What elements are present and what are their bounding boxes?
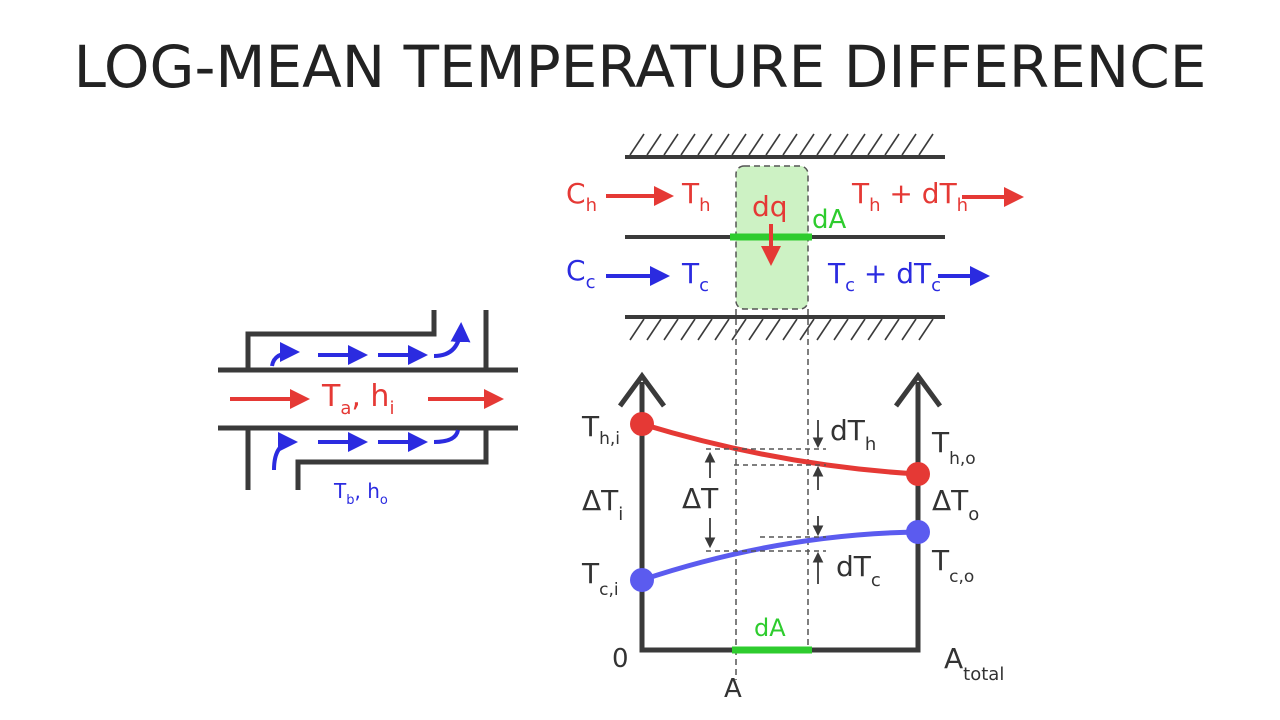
cold-capacity-label: Cc: [566, 254, 595, 293]
dTh-label: dTh: [830, 414, 876, 455]
hot-inlet-point: [630, 412, 654, 436]
right-axis-arrowhead: [893, 371, 943, 408]
left-axis-arrowhead: [617, 371, 667, 408]
hot-temperature-curve: [641, 421, 919, 477]
cold-temp-label: Tc: [681, 257, 709, 296]
graph-axes: [639, 382, 921, 653]
A-position-label: A: [724, 674, 742, 704]
inner-fluid-label: Ta, hi: [321, 379, 394, 419]
cold-outlet-temp-label: Tc + dTc: [827, 257, 941, 296]
outer-fluid-label: Tb, ho: [333, 479, 388, 508]
dA-horizontal-guides: [706, 448, 826, 552]
cold-temperature-curve: [641, 529, 919, 583]
Tco-label: Tc,o: [931, 544, 974, 587]
Tci-label: Tc,i: [581, 557, 619, 600]
dA-top-label: dA: [812, 205, 847, 235]
A-total-label: Atotal: [944, 642, 1004, 685]
hot-outlet-point: [906, 462, 930, 486]
dA-graph-label: dA: [754, 614, 786, 642]
cold-flow-bottom-outlet: [433, 429, 460, 444]
origin-label: 0: [612, 644, 629, 674]
double-pipe-exchanger: Ta, hi Tb, ho: [218, 310, 518, 508]
hot-outlet-temp-label: Th + dTh: [851, 177, 968, 216]
Thi-label: Th,i: [581, 410, 620, 449]
dimension-arrows: [704, 420, 824, 584]
hot-capacity-label: Ch: [566, 177, 597, 216]
delta-T-label: ΔT: [682, 482, 719, 515]
lower-wall-hatch: [629, 318, 934, 341]
outer-shell-bottom: [295, 428, 489, 490]
cold-flow-bottom-inlet: [272, 432, 298, 471]
cold-inlet-point: [630, 568, 654, 592]
cold-outlet-point: [906, 520, 930, 544]
cold-flow-top-outlet: [433, 322, 471, 358]
hot-temp-label: Th: [681, 177, 711, 216]
temperature-profile-graph: Th,i Th,o Tc,i Tc,o ΔTi ΔTo ΔT dTh dTc d…: [581, 371, 1004, 704]
dTc-label: dTc: [836, 550, 881, 591]
upper-wall-hatch: [629, 133, 934, 156]
differential-element-diagram: Ch Th dq dA Th + dTh Cc Tc Tc + dTc: [566, 133, 1024, 341]
cold-flow-top-inlet: [270, 342, 300, 367]
Tho-label: Th,o: [931, 426, 976, 469]
delta-To-label: ΔTo: [932, 484, 979, 525]
dq-label: dq: [752, 190, 788, 223]
delta-Ti-label: ΔTi: [582, 484, 623, 525]
outer-shell-top: [245, 310, 437, 370]
page-title: LOG-MEAN TEMPERATURE DIFFERENCE: [73, 33, 1207, 101]
